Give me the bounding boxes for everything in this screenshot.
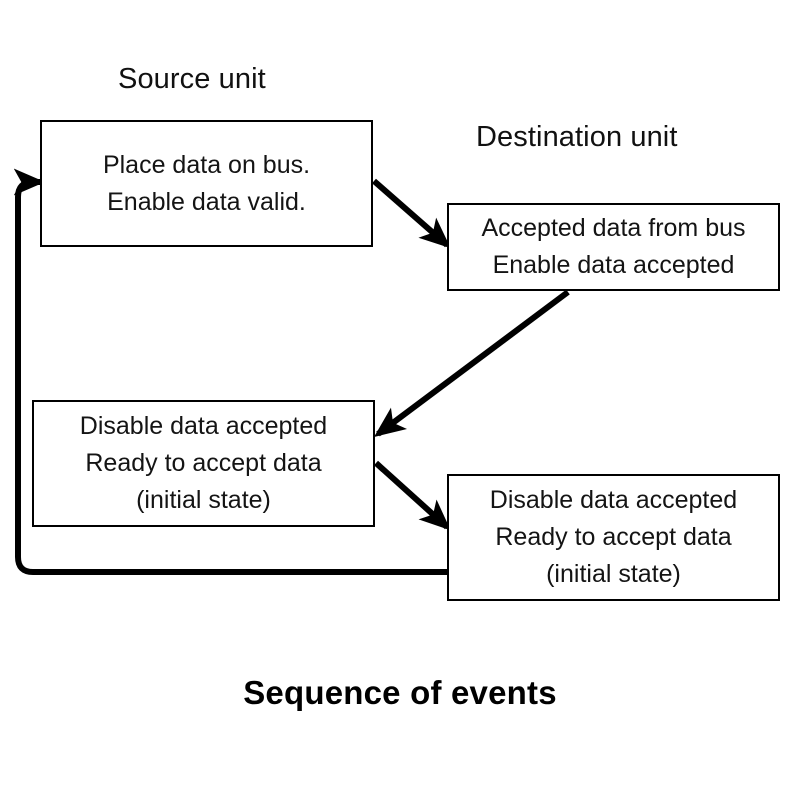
lane-label-source: Source unit xyxy=(118,63,266,95)
lane-label-destination: Destination unit xyxy=(476,121,678,153)
edge-source-idle-to-dest-idle xyxy=(373,460,451,531)
node-destination-accept-data[interactable]: Accepted data from bus Enable data accep… xyxy=(447,203,780,291)
diagram-caption: Sequence of events xyxy=(243,674,557,711)
node-text-line: Disable data accepted xyxy=(79,412,328,440)
node-source-place-data[interactable]: Place data on bus. Enable data valid. xyxy=(40,120,373,247)
node-text-line: Ready to accept data xyxy=(85,449,322,477)
edge-accept-to-source-idle xyxy=(374,289,570,437)
node-text-line: (initial state) xyxy=(136,486,271,514)
edge-place-to-accept xyxy=(372,178,451,249)
node-text-line: Enable data valid. xyxy=(107,187,306,216)
node-text-line: Place data on bus. xyxy=(102,150,311,179)
node-text-line: Enable data accepted xyxy=(492,251,735,279)
node-text-line: Ready to accept data xyxy=(495,523,732,551)
node-text-line: (initial state) xyxy=(546,560,681,588)
node-source-initial-state[interactable]: Disable data accepted Ready to accept da… xyxy=(32,400,375,527)
node-text-line: Accepted data from bus xyxy=(481,214,746,242)
node-destination-initial-state[interactable]: Disable data accepted Ready to accept da… xyxy=(447,474,780,601)
node-text-line: Disable data accepted xyxy=(489,486,738,514)
